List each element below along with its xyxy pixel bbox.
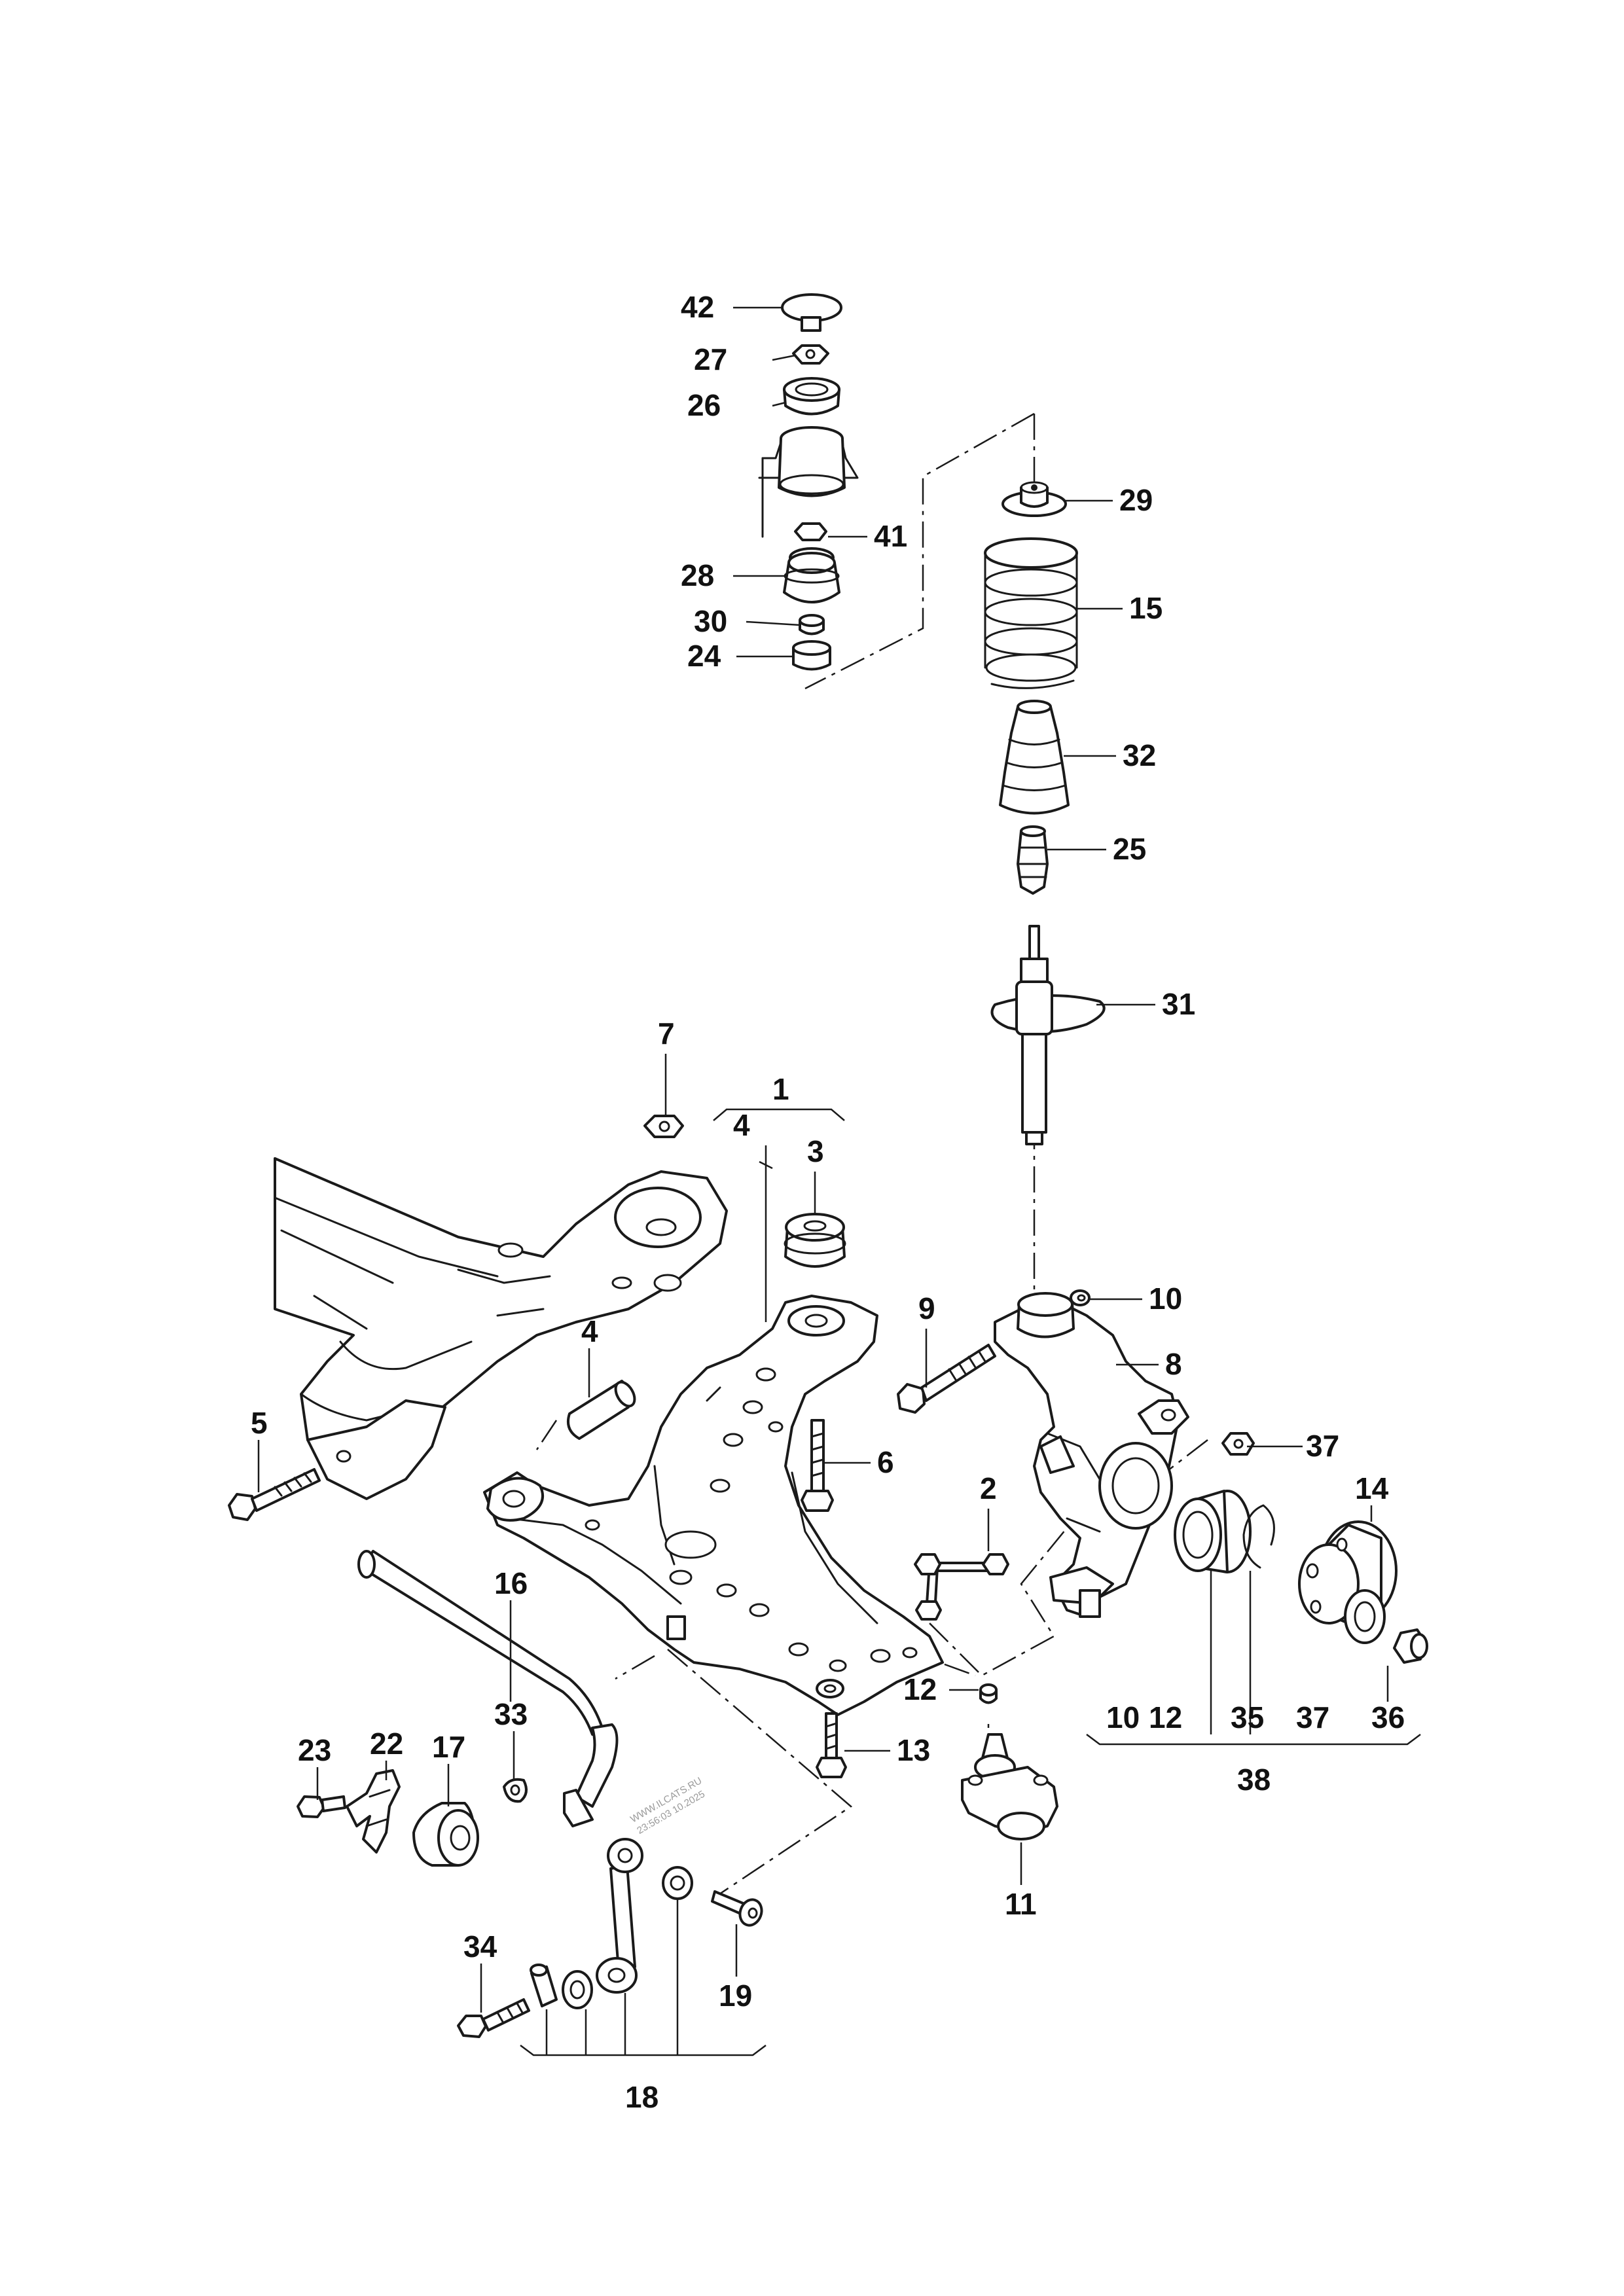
clamp-22 <box>346 1769 401 1854</box>
bolt-5 <box>228 1468 321 1521</box>
callout-38: 38 <box>1237 1763 1271 1797</box>
callout-41: 41 <box>874 519 907 553</box>
callout-15: 15 <box>1129 591 1163 625</box>
callout-37-top: 37 <box>1306 1429 1339 1463</box>
shock-absorber-31 <box>990 925 1106 1145</box>
strut-mount-stack <box>758 293 859 671</box>
callout-18: 18 <box>625 2080 659 2114</box>
callout-6: 6 <box>877 1445 894 1479</box>
ball-joint-11 <box>961 1733 1058 1840</box>
callout-7: 7 <box>658 1016 675 1050</box>
wheel-bearing-12 <box>1174 1490 1252 1573</box>
callout-19: 19 <box>719 1979 752 2013</box>
callout-28: 28 <box>681 558 714 592</box>
spring-seat-29 <box>1001 481 1067 517</box>
bolt-6 <box>801 1419 834 1512</box>
callout-27: 27 <box>694 342 727 376</box>
clip-10-top <box>1070 1289 1091 1306</box>
coupling-link-2 <box>914 1553 1009 1621</box>
callout-10-top: 10 <box>1149 1282 1182 1316</box>
bolt-34 <box>457 1998 530 2038</box>
callout-14: 14 <box>1355 1471 1389 1505</box>
nut-27 <box>792 344 829 365</box>
callout-35: 35 <box>1231 1700 1264 1734</box>
wheel-hub-14 <box>1298 1520 1398 1644</box>
bump-stop-25 <box>1017 825 1049 895</box>
sleeve-24 <box>792 640 831 671</box>
callout-12-bottom: 12 <box>1149 1700 1182 1734</box>
callout-2: 2 <box>980 1471 997 1505</box>
callout-4-side: 4 <box>581 1314 598 1348</box>
nut-33 <box>503 1778 528 1803</box>
bolt-23 <box>297 1795 346 1818</box>
callout-26: 26 <box>687 388 721 422</box>
nut-37-top <box>1221 1432 1255 1456</box>
circlip-35 <box>1242 1504 1275 1569</box>
nut-7 <box>643 1115 684 1138</box>
body-mount <box>758 426 859 538</box>
callout-34: 34 <box>463 1929 497 1964</box>
bushing-4 <box>566 1380 636 1440</box>
stabilizer-link-18 <box>530 1838 693 2009</box>
callout-1: 1 <box>772 1072 789 1106</box>
callout-16: 16 <box>494 1566 528 1600</box>
watermark: WWW.ILCATS.RU 23:56:03 10.2025 <box>628 1775 707 1837</box>
callout-4-top: 4 <box>733 1108 750 1142</box>
bolt-13 <box>816 1712 847 1778</box>
bush-28 <box>783 547 840 603</box>
hub-nut-36 <box>1393 1628 1428 1664</box>
subframe <box>274 1157 728 1500</box>
callout-labels: 42 27 26 41 28 30 24 29 15 32 25 31 7 1 … <box>251 290 1405 2114</box>
callout-32: 32 <box>1123 738 1156 772</box>
bolt-9 <box>897 1344 996 1414</box>
callout-29: 29 <box>1119 483 1153 517</box>
bolt-19 <box>711 1890 763 1927</box>
steering-knuckle-8 <box>994 1292 1189 1618</box>
callout-37-bottom: 37 <box>1296 1700 1329 1734</box>
callout-36: 36 <box>1371 1700 1405 1734</box>
callout-8: 8 <box>1165 1347 1182 1381</box>
bush-3 <box>784 1213 846 1268</box>
callout-30: 30 <box>694 604 727 638</box>
callout-31: 31 <box>1162 987 1195 1021</box>
cap-42 <box>781 293 842 332</box>
callout-11: 11 <box>1005 1887 1037 1921</box>
bush-17 <box>412 1802 479 1867</box>
callout-10-bottom: 10 <box>1106 1700 1140 1734</box>
stabilizer-bar-16 <box>357 1550 619 1827</box>
callout-9: 9 <box>918 1291 935 1325</box>
callout-12-left: 12 <box>903 1672 937 1706</box>
coil-spring-15 <box>984 537 1078 689</box>
callout-22: 22 <box>370 1727 403 1761</box>
strut-column <box>984 481 1106 1145</box>
nut-41 <box>794 522 827 541</box>
callout-17: 17 <box>432 1730 465 1764</box>
ring-30 <box>799 614 825 636</box>
callout-33: 33 <box>494 1697 528 1731</box>
callout-24: 24 <box>687 639 721 673</box>
callout-3: 3 <box>807 1134 824 1168</box>
control-arm-1 <box>483 1295 944 1716</box>
callout-25: 25 <box>1113 832 1146 866</box>
callout-13: 13 <box>897 1733 930 1767</box>
callout-42: 42 <box>681 290 714 324</box>
leader-lines <box>257 306 1421 2056</box>
nut-12-lower <box>979 1683 998 1704</box>
washer-26 <box>783 377 840 416</box>
bellows-32 <box>999 700 1070 815</box>
callout-23: 23 <box>298 1733 331 1767</box>
callout-5: 5 <box>251 1406 268 1440</box>
